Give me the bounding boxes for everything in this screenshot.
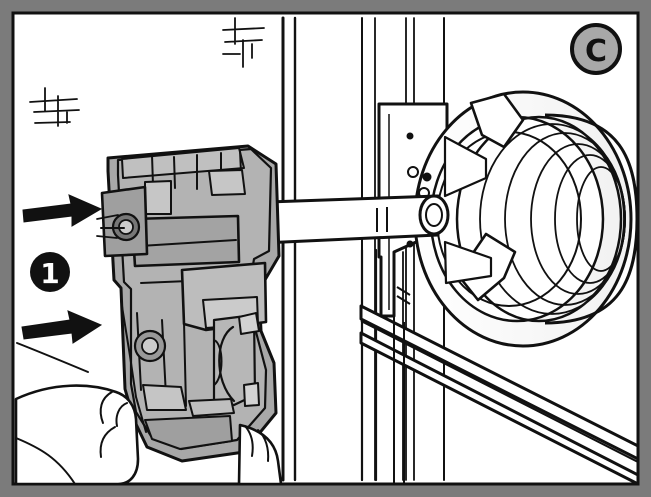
instruction-arrows (21, 194, 103, 344)
panel-badge-icon (570, 23, 622, 75)
motor-operator (96, 144, 281, 463)
cable-drum (407, 90, 639, 348)
step-badge-icon (30, 252, 70, 292)
door-track (359, 304, 640, 486)
panel-label-text: C (585, 34, 607, 69)
step-number-text: 1 (40, 257, 59, 290)
drive-shaft (238, 194, 450, 246)
lower-arrow-icon (21, 310, 103, 344)
panel-label: C (570, 23, 622, 75)
installer-hand (14, 342, 283, 486)
upper-arrow-icon (22, 194, 103, 227)
step-marker: 1 (30, 252, 70, 292)
